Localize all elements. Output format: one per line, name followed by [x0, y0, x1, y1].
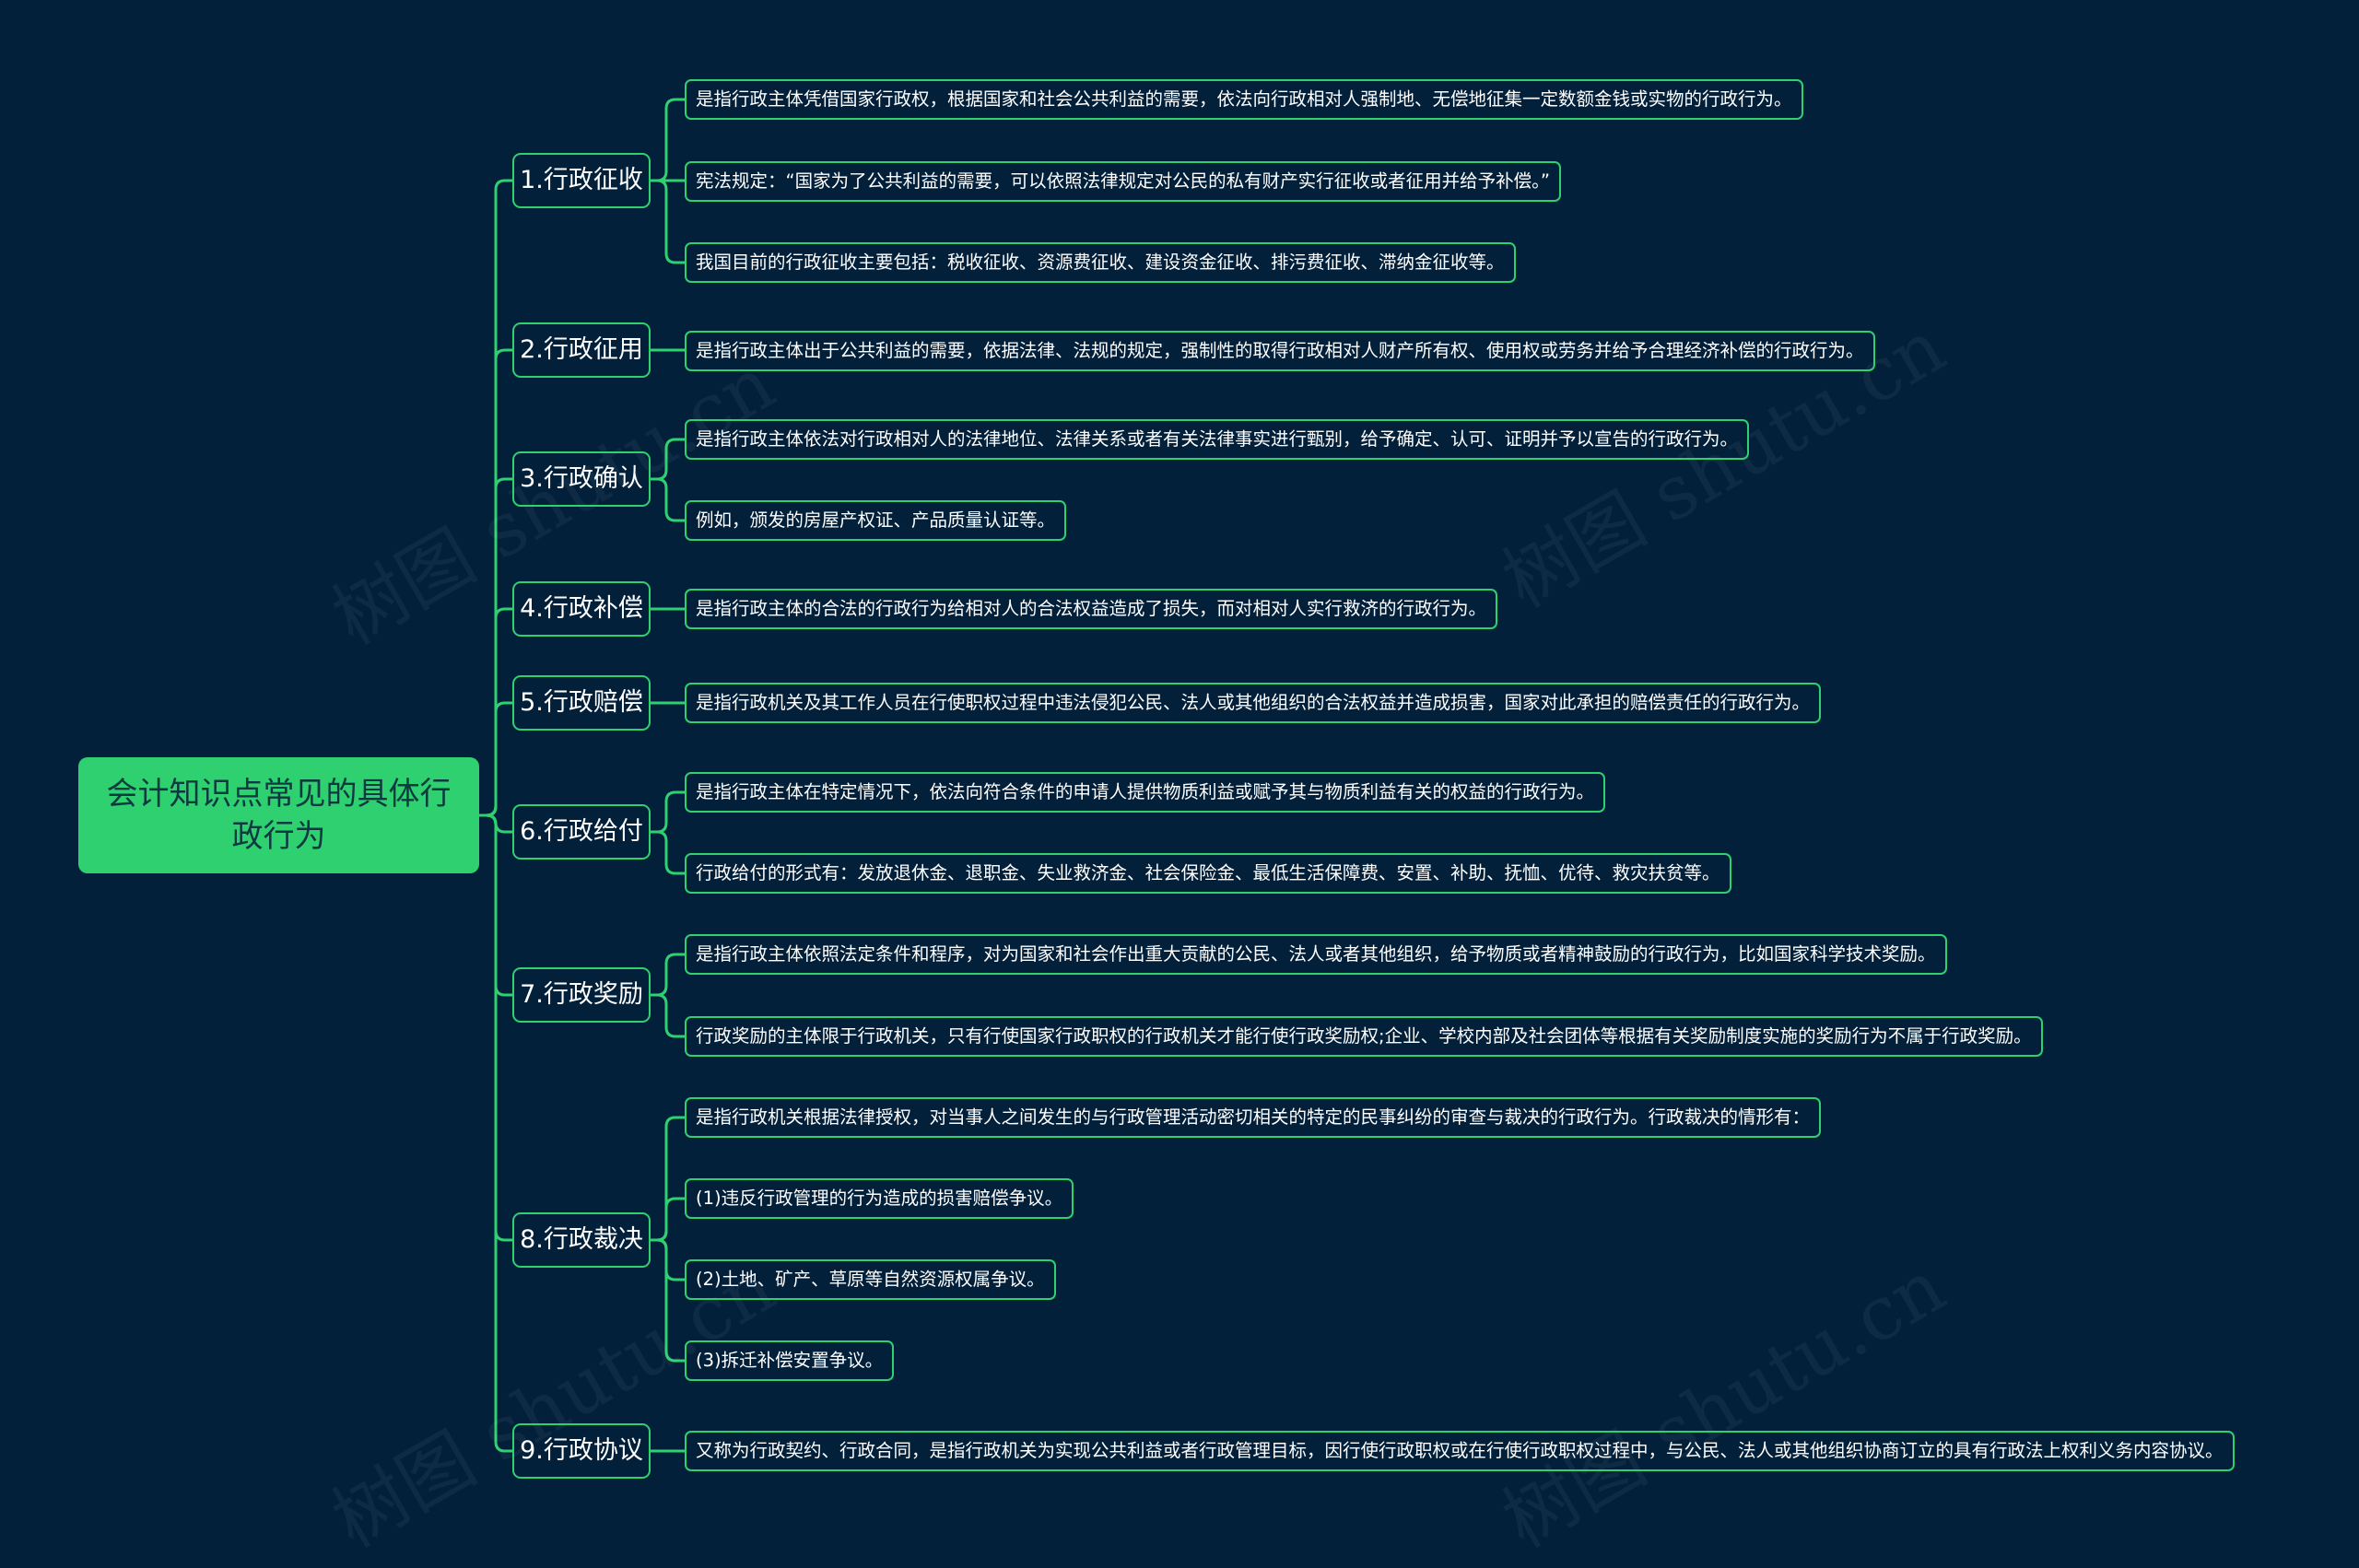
- leaf-node[interactable]: 是指行政主体依照法定条件和程序，对为国家和社会作出重大贡献的公民、法人或者其他组…: [685, 934, 1947, 975]
- leaf-node[interactable]: 宪法规定：“国家为了公共利益的需要，可以依照法律规定对公民的私有财产实行征收或者…: [685, 161, 1561, 202]
- branch-node-2[interactable]: 2.行政征用: [512, 322, 651, 378]
- leaf-node[interactable]: 是指行政主体的合法的行政行为给相对人的合法权益造成了损失，而对相对人实行救济的行…: [685, 589, 1498, 629]
- branch-connector: [651, 98, 685, 182]
- leaf-node[interactable]: 又称为行政契约、行政合同，是指行政机关为实现公共利益或者行政管理目标，因行使行政…: [685, 1431, 2235, 1471]
- leaf-node[interactable]: (1)违反行政管理的行为造成的损害赔偿争议。: [685, 1178, 1074, 1219]
- leaf-node[interactable]: 是指行政主体凭借国家行政权，根据国家和社会公共利益的需要，依法向行政相对人强制地…: [685, 79, 1803, 120]
- root-connector: [479, 607, 512, 817]
- leaf-node[interactable]: 是指行政主体依法对行政相对人的法律地位、法律关系或者有关法律事实进行甄别，给予确…: [685, 419, 1750, 460]
- branch-node-1[interactable]: 1.行政征收: [512, 153, 651, 208]
- branch-node-8[interactable]: 8.行政裁决: [512, 1212, 651, 1268]
- root-connector: [479, 813, 512, 1242]
- leaf-node[interactable]: (3)拆迁补偿安置争议。: [685, 1340, 895, 1381]
- root-connector: [479, 813, 512, 997]
- branch-connector: [651, 993, 685, 1038]
- leaf-node[interactable]: 行政给付的形式有：发放退休金、退职金、失业救济金、社会保险金、最低生活保障费、安…: [685, 853, 1731, 894]
- branch-connector: [651, 953, 685, 997]
- leaf-node[interactable]: 是指行政机关根据法律授权，对当事人之间发生的与行政管理活动密切相关的特定的民事纠…: [685, 1097, 1822, 1138]
- leaf-node[interactable]: (2)土地、矿产、草原等自然资源权属争议。: [685, 1259, 1056, 1300]
- leaf-node[interactable]: 是指行政主体在特定情况下，依法向符合条件的申请人提供物质利益或赋予其与物质利益有…: [685, 772, 1606, 813]
- branch-connector: [651, 790, 685, 834]
- branch-node-5[interactable]: 5.行政赔偿: [512, 675, 651, 731]
- branch-connector: [651, 1116, 685, 1242]
- root-node[interactable]: 会计知识点常见的具体行政行为: [78, 757, 479, 873]
- branch-connector: [651, 830, 685, 875]
- watermark: 树图 shutu.cn: [1488, 1243, 1959, 1564]
- leaf-node[interactable]: 是指行政主体出于公共利益的需要，依据法律、法规的规定，强制性的取得行政相对人财产…: [685, 331, 1875, 371]
- root-connector: [479, 701, 512, 817]
- branch-node-4[interactable]: 4.行政补偿: [512, 581, 651, 637]
- leaf-node[interactable]: 行政奖励的主体限于行政机关，只有行使国家行政职权的行政机关才能行使行政奖励权;企…: [685, 1016, 2043, 1057]
- leaf-node[interactable]: 我国目前的行政征收主要包括：税收征收、资源费征收、建设资金征收、排污费征收、滞纳…: [685, 242, 1516, 283]
- branch-node-6[interactable]: 6.行政给付: [512, 804, 651, 860]
- root-connector: [479, 813, 512, 834]
- branch-node-3[interactable]: 3.行政确认: [512, 451, 651, 507]
- branch-node-7[interactable]: 7.行政奖励: [512, 967, 651, 1023]
- branch-connector: [651, 179, 685, 264]
- branch-node-9[interactable]: 9.行政协议: [512, 1423, 651, 1479]
- leaf-node[interactable]: 例如，颁发的房屋产权证、产品质量认证等。: [685, 500, 1067, 541]
- branch-connector: [651, 1197, 685, 1242]
- leaf-node[interactable]: 是指行政机关及其工作人员在行使职权过程中违法侵犯公民、法人或其他组织的合法权益并…: [685, 683, 1822, 723]
- root-connector: [479, 813, 512, 1453]
